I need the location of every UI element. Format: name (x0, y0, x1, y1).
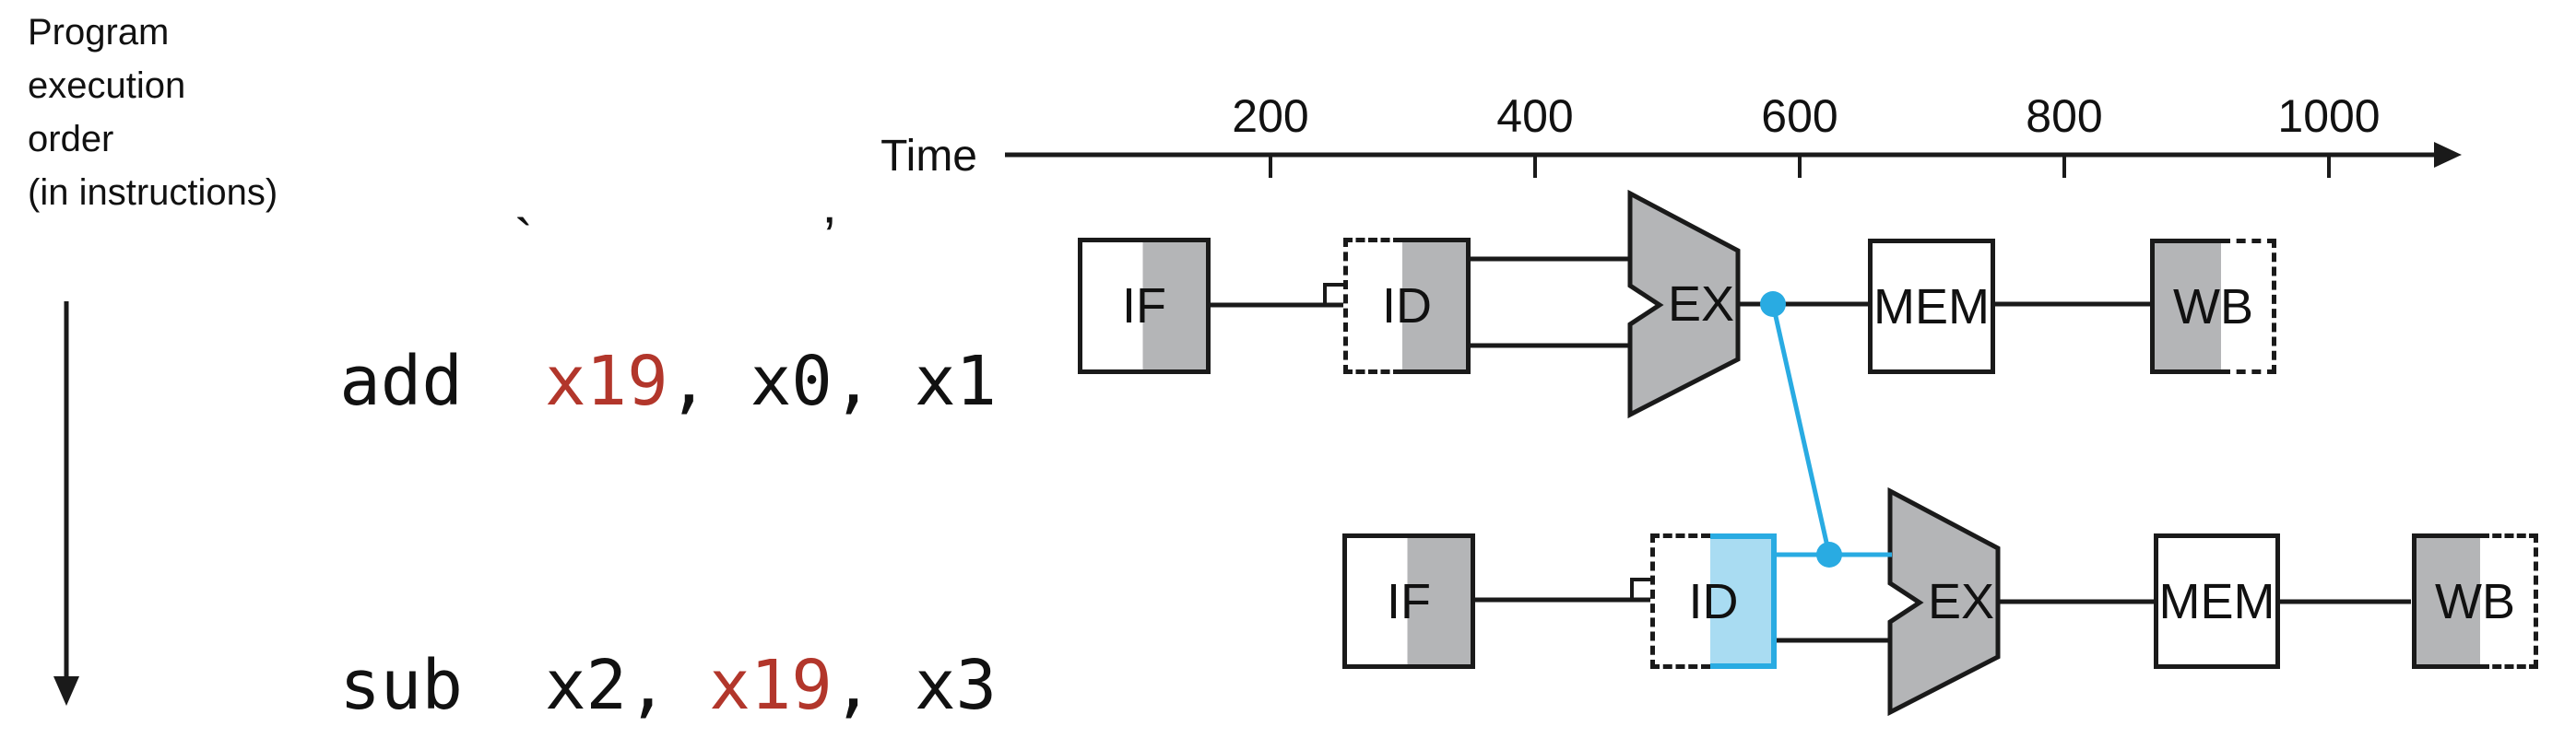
stray-mark: ’ (823, 205, 836, 267)
program-order-label-line: Program (28, 12, 170, 53)
stage-half-forwarding-target (1710, 533, 1777, 669)
program-order-down-arrow (53, 301, 79, 706)
stage-label: ID (1688, 573, 1739, 629)
pipeline-wires-sub (1475, 578, 2411, 643)
program-order-label-line: order (28, 119, 114, 159)
stage-half-used (1402, 238, 1471, 374)
tick-label: 1000 (2277, 90, 2381, 142)
clock-edge-notch (1630, 578, 1653, 600)
stage-mem-add: MEM (1868, 239, 1995, 374)
register-operand: x0 (750, 342, 833, 422)
time-axis-arrowhead (2434, 142, 2462, 168)
register-operand: x2 (544, 646, 628, 726)
stage-label: WB (2435, 573, 2515, 629)
tick-label: 200 (1232, 90, 1309, 142)
stage-label: IF (1387, 573, 1431, 629)
tick-label: 600 (1761, 90, 1838, 142)
stage-id-add: ID (1343, 238, 1471, 374)
forwarding-dot-ex-input (1816, 542, 1842, 568)
stage-id-sub-highlighted: ID (1650, 533, 1777, 669)
alu-ex-shape-add (1627, 189, 1741, 419)
mnemonic: sub (339, 646, 463, 726)
stage-label: MEM (1873, 278, 1990, 334)
stage-label: IF (1122, 278, 1166, 334)
register-operand-highlighted: x19 (544, 342, 668, 422)
forwarding-dot-ex-output (1760, 291, 1786, 317)
stage-label-ex-sub: EX (1927, 574, 1995, 629)
time-axis-label: Time (880, 132, 977, 181)
stage-mem-sub: MEM (2154, 533, 2280, 669)
stage-label-ex-add: EX (1667, 276, 1735, 332)
time-axis (1005, 142, 2462, 178)
forwarding-line (1770, 303, 1832, 556)
clock-edge-notch (1323, 283, 1346, 305)
tick-label: 400 (1496, 90, 1574, 142)
stage-label: MEM (2158, 573, 2275, 629)
stage-wb-add: WB (2150, 239, 2276, 374)
instruction-sub: sub x2, x19, x3 (339, 646, 998, 726)
stage-half-unused (2221, 239, 2276, 374)
program-order-label: Program execution order (in instructions… (28, 6, 278, 219)
program-order-label-line: (in instructions) (28, 172, 278, 213)
forwarding-path (1760, 291, 1892, 568)
stage-half-unused (1650, 533, 1710, 669)
stage-wb-sub: WB (2412, 533, 2538, 669)
stray-mark: ` (514, 208, 533, 270)
mnemonic: add (339, 342, 463, 422)
tick-label: 800 (2026, 90, 2103, 142)
stage-label: ID (1382, 278, 1432, 334)
register-operand-highlighted: x19 (709, 646, 833, 726)
register-operand: x3 (914, 646, 998, 726)
pipeline-wires-add (1211, 256, 2150, 348)
stage-half-unused (1343, 238, 1402, 374)
stage-label: WB (2173, 278, 2253, 334)
program-order-label-line: execution (28, 65, 186, 106)
instruction-add: add x19, x0, x1 (339, 342, 998, 422)
stage-half-unused (2480, 533, 2538, 669)
stage-if-add: IF (1078, 238, 1211, 374)
stage-half-used (2150, 239, 2221, 374)
stage-if-sub: IF (1342, 533, 1475, 669)
alu-ex-shape-sub (1887, 486, 2001, 717)
stage-half-used (2412, 533, 2480, 669)
register-operand: x1 (914, 342, 998, 422)
